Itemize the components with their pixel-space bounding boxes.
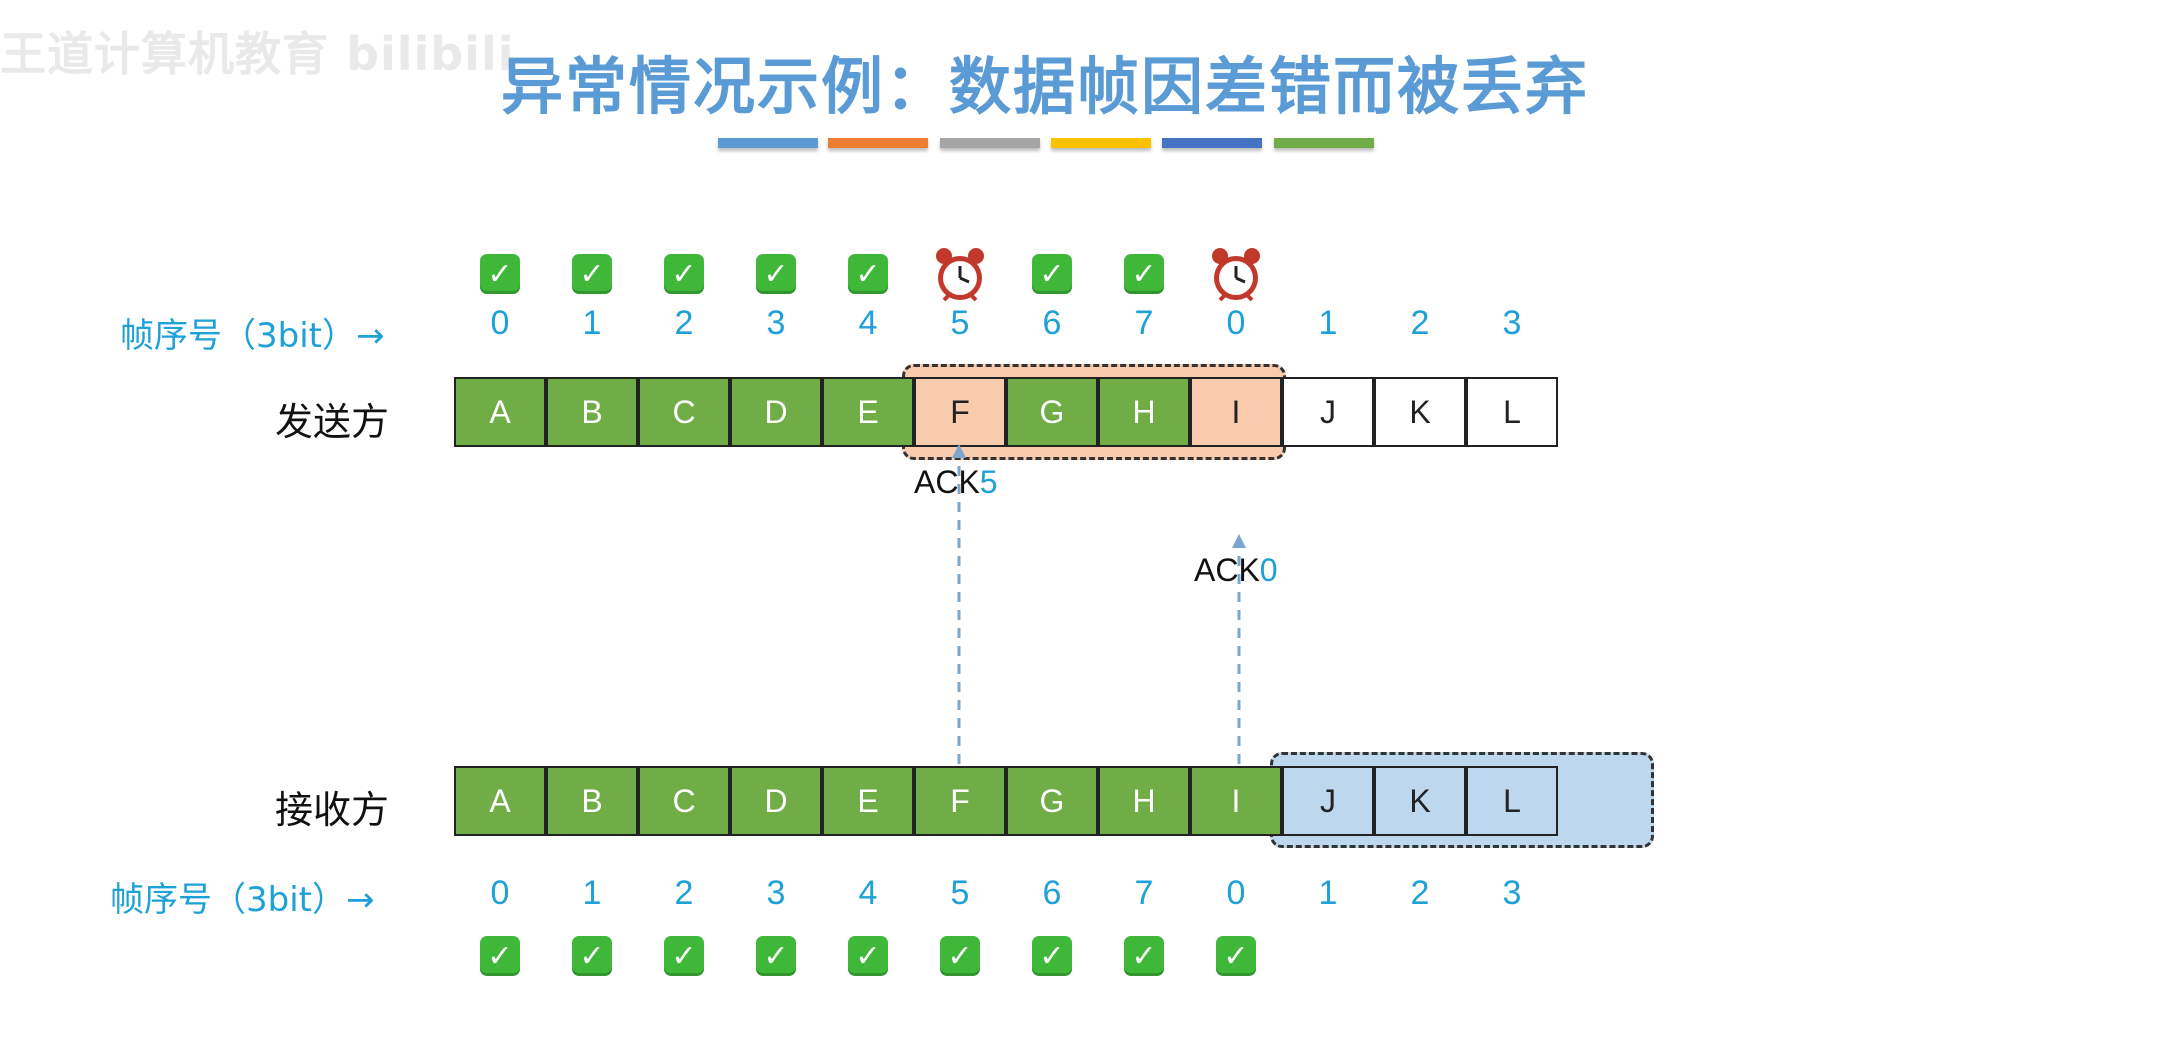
color-bar-6 xyxy=(1274,138,1374,148)
check-icon: ✓ xyxy=(756,936,796,976)
seq-number: 0 xyxy=(1226,304,1246,342)
frame-cell: A xyxy=(454,766,546,836)
frame-cell: D xyxy=(730,766,822,836)
seq-number: 5 xyxy=(950,304,970,342)
ack0-arrowhead xyxy=(1232,534,1246,548)
frame-cell: K xyxy=(1374,766,1466,836)
ack5-prefix: ACK xyxy=(914,464,980,500)
frame-cell: E xyxy=(822,377,914,447)
color-bar-4 xyxy=(1051,138,1151,148)
check-icon: ✓ xyxy=(1032,936,1072,976)
frame-cell: D xyxy=(730,377,822,447)
check-icon: ✓ xyxy=(664,936,704,976)
frame-cell: B xyxy=(546,377,638,447)
ack0-prefix: ACK xyxy=(1194,552,1260,588)
ack0-number: 0 xyxy=(1259,552,1278,588)
check-icon: ✓ xyxy=(1216,936,1256,976)
seq-number: 1 xyxy=(582,304,602,342)
seq-number: 3 xyxy=(766,874,786,912)
seq-number: 0 xyxy=(490,304,510,342)
seq-number: 3 xyxy=(1502,304,1522,342)
sender-seq-label: 帧序号（3bit）→ xyxy=(120,316,385,356)
check-icon: ✓ xyxy=(940,936,980,976)
sender-label: 发送方 xyxy=(275,400,390,444)
frame-cell: G xyxy=(1006,377,1098,447)
seq-number: 5 xyxy=(950,874,970,912)
frame-cell: A xyxy=(454,377,546,447)
seq-number: 4 xyxy=(858,304,878,342)
check-icon: ✓ xyxy=(480,254,520,294)
seq-number: 7 xyxy=(1134,874,1154,912)
frame-cell: E xyxy=(822,766,914,836)
frame-cell: H xyxy=(1098,377,1190,447)
color-bar-3 xyxy=(940,138,1040,148)
color-bar-2 xyxy=(828,138,928,148)
alarm-clock-icon xyxy=(930,244,990,315)
ack5-arrowhead xyxy=(952,444,966,458)
seq-number: 6 xyxy=(1042,304,1062,342)
frame-cell: C xyxy=(638,766,730,836)
page-title: 异常情况示例：数据帧因差错而被丢弃 xyxy=(500,50,1589,123)
check-icon: ✓ xyxy=(1124,936,1164,976)
seq-number: 3 xyxy=(1502,874,1522,912)
check-icon: ✓ xyxy=(664,254,704,294)
receiver-seq-label: 帧序号（3bit）→ xyxy=(110,880,375,920)
seq-number: 2 xyxy=(674,874,694,912)
frame-cell: F xyxy=(914,766,1006,836)
ack5-number: 5 xyxy=(979,464,998,500)
watermark: 王道计算机教育 bilibili xyxy=(0,27,515,81)
frame-cell: G xyxy=(1006,766,1098,836)
check-icon: ✓ xyxy=(848,936,888,976)
frame-cell: L xyxy=(1466,766,1558,836)
frame-cell: H xyxy=(1098,766,1190,836)
check-icon: ✓ xyxy=(480,936,520,976)
check-icon: ✓ xyxy=(1032,254,1072,294)
frame-cell: C xyxy=(638,377,730,447)
frame-cell: J xyxy=(1282,766,1374,836)
frame-cell: I xyxy=(1190,377,1282,447)
frame-cell: I xyxy=(1190,766,1282,836)
seq-number: 6 xyxy=(1042,874,1062,912)
check-icon: ✓ xyxy=(848,254,888,294)
seq-number: 1 xyxy=(1318,874,1338,912)
check-icon: ✓ xyxy=(572,254,612,294)
frame-cell: J xyxy=(1282,377,1374,447)
seq-number: 2 xyxy=(1410,304,1430,342)
seq-number: 7 xyxy=(1134,304,1154,342)
seq-number: 1 xyxy=(1318,304,1338,342)
color-bar-5 xyxy=(1162,138,1262,148)
check-icon: ✓ xyxy=(756,254,796,294)
receiver-label: 接收方 xyxy=(275,788,390,832)
alarm-clock-icon xyxy=(1206,244,1266,315)
seq-number: 0 xyxy=(490,874,510,912)
seq-number: 2 xyxy=(674,304,694,342)
frame-cell: L xyxy=(1466,377,1558,447)
seq-number: 2 xyxy=(1410,874,1430,912)
frame-cell: K xyxy=(1374,377,1466,447)
seq-number: 0 xyxy=(1226,874,1246,912)
seq-number: 3 xyxy=(766,304,786,342)
frame-cell: F xyxy=(914,377,1006,447)
color-bar-1 xyxy=(718,138,818,148)
seq-number: 1 xyxy=(582,874,602,912)
frame-cell: B xyxy=(546,766,638,836)
check-icon: ✓ xyxy=(1124,254,1164,294)
ack5-label: ACK5 xyxy=(914,464,998,501)
ack0-label: ACK0 xyxy=(1194,552,1278,589)
check-icon: ✓ xyxy=(572,936,612,976)
seq-number: 4 xyxy=(858,874,878,912)
